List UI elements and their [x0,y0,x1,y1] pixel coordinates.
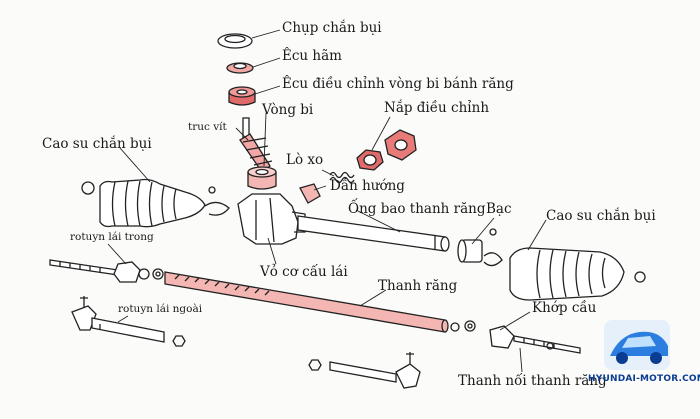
right-dust-boot-part [509,247,646,301]
bearing-part [247,166,277,190]
rack-housing-part [237,193,306,245]
label-housing: Vỏ cơ cấu lái [260,264,348,280]
pinion-shaft-part [239,117,273,173]
label-inner-tie-rod: rotuyn lái trong [70,231,154,243]
label-adjusting-cap: Nắp điều chỉnh [384,100,490,116]
watermark-text: HYUNDAI-MOTOR.COM.VN [588,374,700,384]
label-adjusting-nut: Êcu điều chỉnh vòng bi bánh răng [282,76,514,92]
adjusting-cap-part [356,129,417,171]
label-tie-rod-link: Thanh nối thanh răng [458,373,607,389]
label-right-dust-boot: Cao su chắn bụi [546,208,656,224]
label-ball-joint: Khớp cầu [532,300,597,316]
label-guide: Dẫn hướng [330,178,405,194]
label-spring: Lò xo [286,152,324,168]
adjusting-nut-part [228,86,256,106]
label-outer-tie-rod: rotuyn lái ngoài [118,303,203,315]
rack-tube-part [297,215,450,252]
bushing-part [457,228,503,267]
label-rack: Thanh răng [378,278,458,294]
leader-lines [107,29,547,373]
watermark-car-icon [604,320,670,370]
label-rack-tube: Ống bao thanh răng [348,201,486,217]
dust-cap-part [217,33,253,49]
left-dust-boot-part [81,178,230,228]
rack-guide-part [299,183,321,204]
label-lock-nut: Êcu hãm [282,48,342,64]
inner-tie-rod-left-part [49,259,164,283]
rack-bar-part [164,271,476,333]
outer-tie-rod-left-part [71,296,186,347]
spring-part [329,171,355,184]
label-worm-shaft: truc vít [188,121,227,133]
right-tie-rod-part [308,325,581,389]
lock-nut-part [226,62,254,74]
label-bearing: Vòng bi [262,102,314,118]
label-dust-cap: Chụp chắn bụi [282,20,382,36]
label-left-dust-boot: Cao su chắn bụi [42,136,152,152]
label-bushing: Bạc [486,201,512,217]
